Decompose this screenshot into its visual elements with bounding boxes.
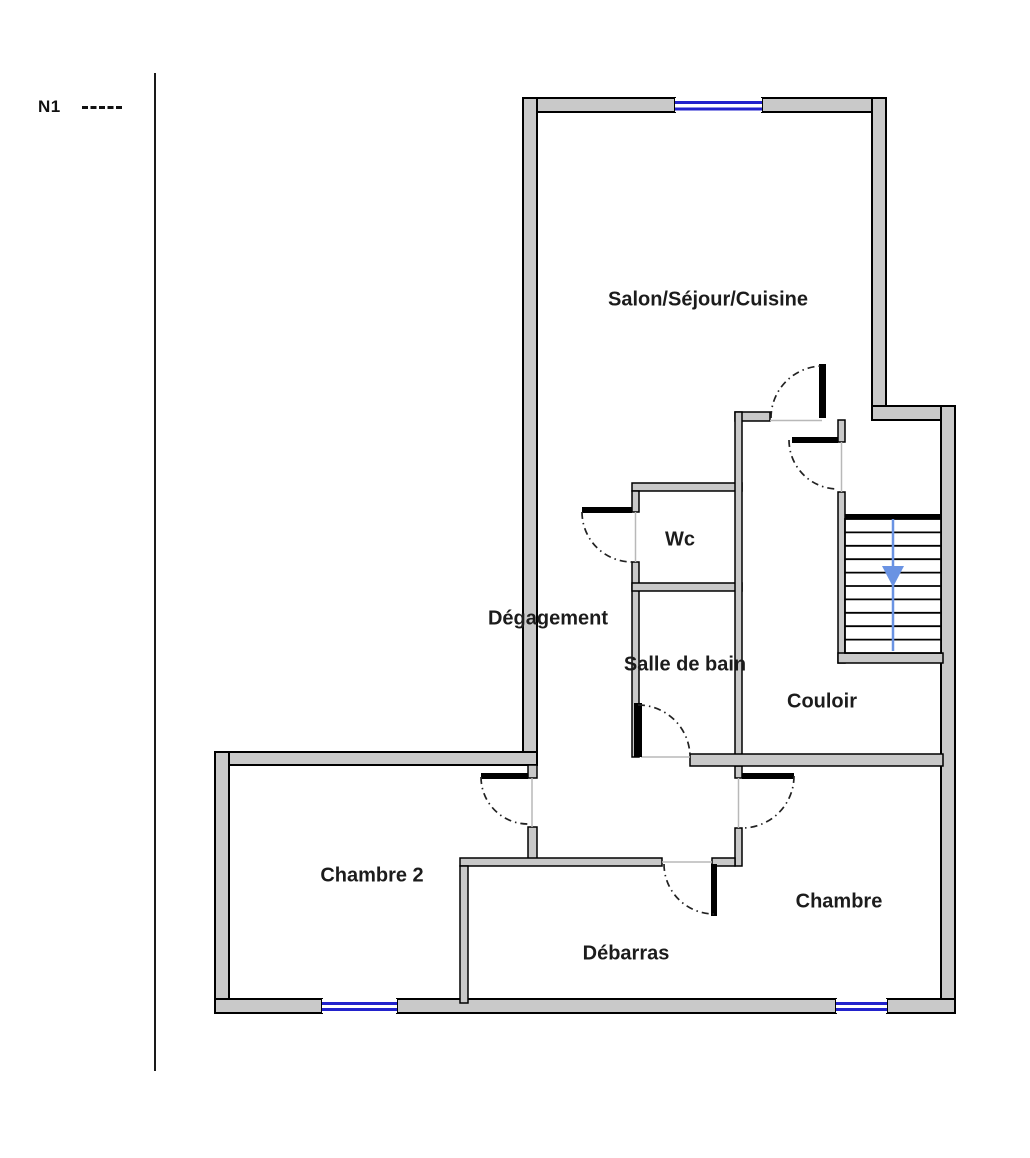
door-leaf xyxy=(481,773,528,779)
wall xyxy=(528,827,537,860)
staircase xyxy=(845,514,941,653)
window-bottom-right xyxy=(836,999,887,1013)
wall xyxy=(460,858,662,866)
wall xyxy=(762,98,886,112)
wall xyxy=(941,406,955,1013)
wall xyxy=(872,98,886,413)
wall xyxy=(887,999,955,1013)
wall xyxy=(215,752,229,1013)
wall xyxy=(632,583,742,591)
room-label-debarras: Débarras xyxy=(583,943,670,966)
wall xyxy=(632,483,742,491)
door-swing-arc xyxy=(771,366,823,418)
wall xyxy=(523,98,675,112)
door-leaf xyxy=(742,773,794,779)
door-swing-arc xyxy=(481,777,528,824)
door-swing-arc xyxy=(638,705,690,757)
wall xyxy=(215,752,537,765)
door-leaf xyxy=(711,864,717,916)
wall xyxy=(838,420,845,442)
wall xyxy=(735,828,742,866)
room-label-degagement: Dégagement xyxy=(488,608,608,631)
door-leaf xyxy=(819,364,826,418)
door-swing-arc xyxy=(582,512,632,562)
wall xyxy=(690,754,943,766)
room-label-chambre-2: Chambre 2 xyxy=(320,865,423,888)
wall xyxy=(735,412,742,766)
room-label-couloir: Couloir xyxy=(787,691,857,714)
wall xyxy=(838,492,845,663)
door-swing-arc xyxy=(742,776,794,828)
window-top xyxy=(675,98,762,112)
door-swing-arc xyxy=(664,864,714,914)
door-swing-arc xyxy=(789,440,838,489)
wall xyxy=(215,999,322,1013)
door-leaf xyxy=(582,507,632,513)
room-label-salon: Salon/Séjour/Cuisine xyxy=(608,289,808,312)
room-label-salle-de-bain: Salle de bain xyxy=(624,654,746,677)
window-bottom-left xyxy=(322,999,397,1013)
door-leaf xyxy=(792,437,838,443)
wall xyxy=(735,766,742,778)
wall xyxy=(460,866,468,1003)
wall xyxy=(632,491,639,512)
wall xyxy=(838,653,943,663)
door-leaf xyxy=(634,703,642,757)
room-label-wc: Wc xyxy=(665,529,695,552)
room-label-chambre: Chambre xyxy=(796,891,883,914)
wall xyxy=(528,765,537,778)
wall xyxy=(523,98,537,758)
